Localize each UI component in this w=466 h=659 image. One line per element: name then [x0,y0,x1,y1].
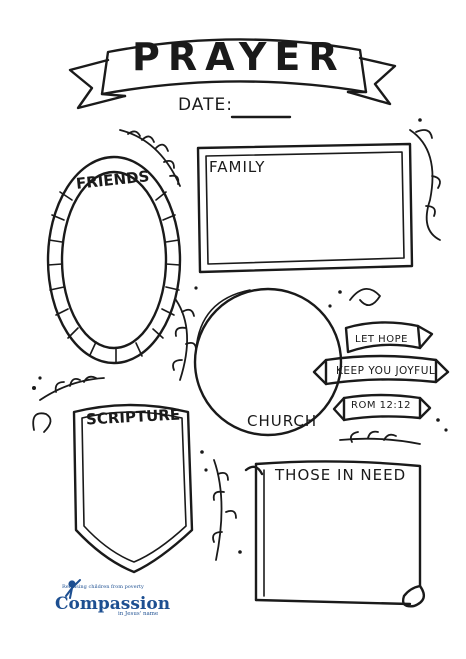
verse-line-2: KEEP YOU JOYFUL [336,365,436,377]
verse-line-1: LET HOPE [355,334,408,345]
logo-tagline-top: Releasing children from poverty [62,584,144,590]
title-banner [68,38,397,110]
church-frame [193,287,343,437]
those-in-need-frame [244,460,426,608]
scripture-frame [72,403,194,574]
date-label: DATE: [178,95,233,115]
decorative-vines [32,129,441,561]
those-in-need-label: THOSE IN NEED [275,466,407,484]
decorative-dots [32,118,448,554]
church-label: CHURCH [247,412,318,430]
verse-reference: ROM 12:12 [351,400,411,411]
page-title: PRAYER [132,35,346,79]
logo-brand: Compassion [55,594,171,614]
family-label: FAMILY [209,158,266,176]
friends-frame [46,155,182,365]
family-frame [196,142,414,274]
verse-ribbons [312,321,450,422]
logo-tagline-bottom: in Jesus' name [118,611,159,617]
compassion-child-logo-icon [65,579,81,599]
